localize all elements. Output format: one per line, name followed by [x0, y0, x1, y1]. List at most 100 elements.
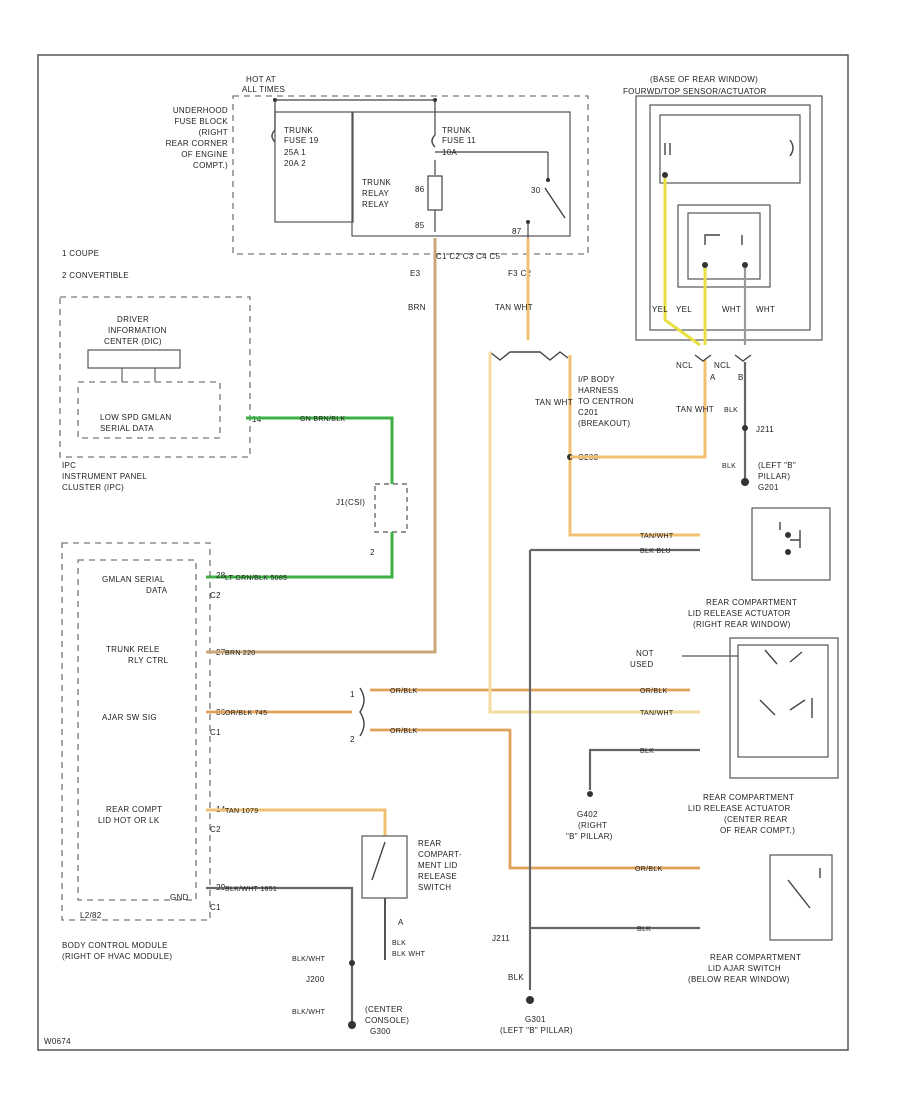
svg-text:TAN WHT: TAN WHT [535, 398, 573, 407]
dic-display [87, 349, 181, 369]
svg-text:C201: C201 [578, 408, 599, 417]
svg-text:OR/BLK: OR/BLK [635, 866, 663, 873]
svg-text:20A 2: 20A 2 [284, 159, 306, 168]
svg-text:86: 86 [415, 185, 425, 194]
svg-text:FUSE 19: FUSE 19 [284, 136, 319, 145]
svg-text:BLK/WHT 1651: BLK/WHT 1651 [225, 886, 277, 893]
svg-text:BRN 220: BRN 220 [225, 650, 256, 657]
svg-text:BLK/WHT: BLK/WHT [292, 1009, 326, 1016]
wire-brn-trunk-relay [206, 238, 437, 654]
svg-text:REAR COMPARTMENT: REAR COMPARTMENT [710, 953, 801, 962]
svg-text:85: 85 [415, 221, 425, 230]
svg-text:G402: G402 [577, 810, 598, 819]
svg-text:TAN/WHT: TAN/WHT [640, 710, 674, 717]
svg-text:GMLAN SERIAL: GMLAN SERIAL [102, 575, 165, 584]
svg-text:REAR COMPARTMENT: REAR COMPARTMENT [706, 598, 797, 607]
svg-text:B: B [738, 373, 744, 382]
body-control-module-outline [61, 542, 211, 921]
bcm-rear-compt-label: REAR COMPT LID HOT OR LK [98, 805, 162, 825]
svg-text:TO CENTRON: TO CENTRON [578, 397, 634, 406]
svg-text:LID HOT OR LK: LID HOT OR LK [98, 816, 160, 825]
svg-text:FUSE 11: FUSE 11 [442, 136, 476, 145]
rear-window-sensor-outline [635, 95, 823, 341]
svg-text:FOURWD/TOP SENSOR/ACTUATOR: FOURWD/TOP SENSOR/ACTUATOR [623, 87, 767, 96]
svg-text:28: 28 [216, 571, 226, 580]
svg-text:BLK: BLK [392, 940, 406, 947]
svg-text:(RIGHT: (RIGHT [578, 821, 607, 830]
low-spd-gmlan-label-1: LOW SPD GMLAN [100, 413, 171, 422]
svg-text:(BASE OF REAR WINDOW): (BASE OF REAR WINDOW) [650, 75, 758, 84]
ground-g300 [348, 1021, 356, 1029]
bcm-inner-outline [77, 559, 197, 901]
svg-text:BLK BLU: BLK BLU [640, 548, 671, 555]
svg-text:REAR COMPT: REAR COMPT [106, 805, 162, 814]
svg-text:BLK WHT: BLK WHT [392, 951, 426, 958]
splice-j1 [374, 483, 408, 533]
connector-c1-c2-switch [359, 687, 365, 737]
svg-text:C2: C2 [210, 825, 221, 834]
low-spd-gmlan-box [77, 381, 221, 439]
center-console-label: (CENTER CONSOLE) G300 [365, 1005, 409, 1036]
svg-text:RELEASE: RELEASE [418, 872, 457, 881]
svg-text:BLK: BLK [724, 407, 738, 414]
svg-text:TAN WHT: TAN WHT [495, 303, 533, 312]
svg-text:REAR CORNER: REAR CORNER [166, 139, 228, 148]
ip-body-harness-label: I/P BODY HARNESS TO CENTRON C201 (BREAKO… [578, 375, 634, 428]
ground-g402 [587, 791, 593, 797]
bcm-lower-label: L2/82 [80, 911, 102, 920]
svg-text:TAN WHT: TAN WHT [676, 405, 714, 414]
svg-text:DATA: DATA [146, 586, 168, 595]
svg-text:YEL: YEL [652, 305, 668, 314]
svg-text:(RIGHT OF HVAC MODULE): (RIGHT OF HVAC MODULE) [62, 952, 172, 961]
diagram-frame [37, 54, 849, 1051]
svg-text:PILLAR): PILLAR) [758, 472, 790, 481]
relay-switch-arm [544, 187, 566, 219]
svg-text:87: 87 [512, 227, 522, 236]
instrument-panel-cluster-outline [59, 296, 251, 458]
lid-release-actuator [729, 637, 839, 779]
svg-text:(RIGHT REAR WINDOW): (RIGHT REAR WINDOW) [693, 620, 791, 629]
svg-text:BLK: BLK [722, 463, 736, 470]
svg-text:G301: G301 [525, 1015, 546, 1024]
relay-coil [427, 175, 443, 211]
legend-coupe: 1 COUPE [62, 249, 99, 258]
svg-text:WHT: WHT [722, 305, 741, 314]
svg-text:OR/BLK: OR/BLK [390, 688, 418, 695]
svg-text:TAN/WHT: TAN/WHT [640, 533, 674, 540]
svg-text:INSTRUMENT PANEL: INSTRUMENT PANEL [62, 472, 147, 481]
svg-text:OR/BLK 745: OR/BLK 745 [225, 710, 267, 717]
connector-row: C1 C2 C3 C4 C5 [436, 252, 500, 261]
bcm-gnd-label: GND [170, 893, 189, 902]
svg-text:2: 2 [370, 548, 375, 557]
svg-text:REAR: REAR [418, 839, 441, 848]
wire-tan-release-switch [206, 808, 387, 836]
bcm-trunk-rele-label: TRUNK RELE RLY CTRL [106, 645, 168, 665]
trunk-fuse-19 [274, 111, 354, 223]
svg-text:"B" PILLAR): "B" PILLAR) [566, 832, 613, 841]
svg-text:RELAY: RELAY [362, 189, 390, 198]
svg-text:OR/BLK: OR/BLK [640, 688, 668, 695]
svg-text:(BELOW REAR WINDOW): (BELOW REAR WINDOW) [688, 975, 790, 984]
bottom-ground-label: G301 (LEFT "B" PILLAR) [500, 1015, 573, 1035]
bcm-ajar-sw-label: AJAR SW SIG [102, 713, 157, 722]
rear-window-label: (BASE OF REAR WINDOW) FOURWD/TOP SENSOR/… [623, 75, 767, 96]
svg-text:2: 2 [350, 735, 355, 744]
svg-text:(CENTER: (CENTER [365, 1005, 403, 1014]
svg-text:(LEFT "B": (LEFT "B" [758, 461, 796, 470]
svg-text:CENTER (DIC): CENTER (DIC) [104, 337, 162, 346]
svg-text:G201: G201 [758, 483, 779, 492]
left-b-pillar-label: (LEFT "B" PILLAR) G201 [758, 461, 796, 492]
dic-label: DRIVER INFORMATION CENTER (DIC) [104, 315, 166, 346]
svg-text:BODY CONTROL MODULE: BODY CONTROL MODULE [62, 941, 168, 950]
ground-g201 [741, 478, 749, 486]
underhood-fuse-block-outline [232, 95, 589, 255]
svg-text:OF REAR COMPT.): OF REAR COMPT.) [720, 826, 795, 835]
svg-text:LT GRN/BLK 5085: LT GRN/BLK 5085 [225, 575, 287, 582]
trunk-relay-label: TRUNK RELAY RELAY [362, 178, 391, 209]
svg-text:TRUNK: TRUNK [362, 178, 391, 187]
svg-text:WHT: WHT [756, 305, 775, 314]
svg-text:COMPT.): COMPT.) [193, 161, 228, 170]
svg-text:A: A [710, 373, 716, 382]
svg-text:NOT: NOT [636, 649, 654, 658]
